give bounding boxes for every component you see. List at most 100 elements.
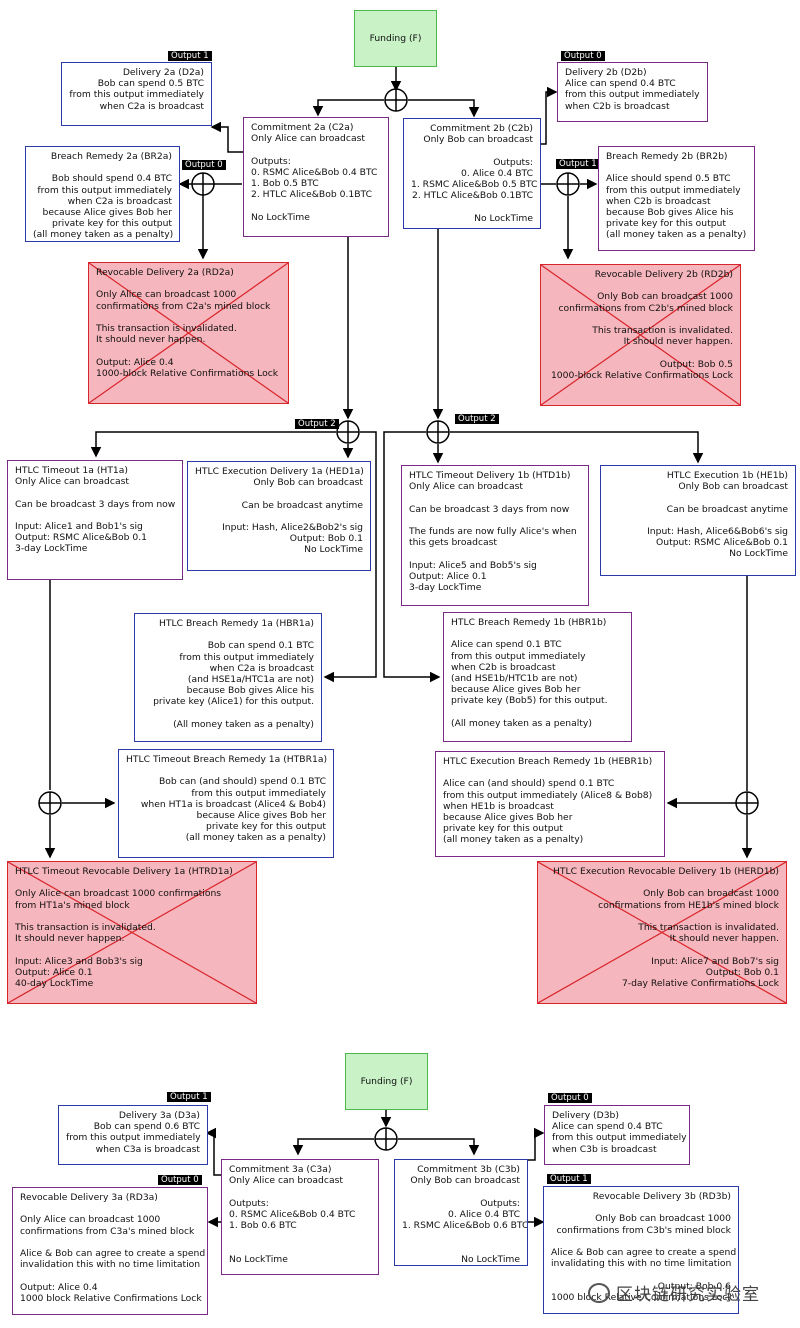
box-line: Alice can (and should) spend 0.1 BTC — [443, 778, 615, 790]
invalidated-cross-icon — [541, 265, 740, 405]
box-line: 40-day LockTime — [15, 978, 94, 990]
box-line — [195, 511, 363, 522]
box-line: Only Bob can broadcast 1000 — [643, 888, 779, 900]
box-line — [545, 877, 779, 888]
box-line: Alice can spend 0.1 BTC — [451, 639, 562, 651]
box-line: This transaction is invalidated. — [15, 922, 156, 934]
box-line — [96, 312, 281, 323]
box-line: 1. RSMC Alice&Bob 0.5 BTC — [411, 179, 538, 191]
box-text: Commitment 3b (C3b)Only Bob can broadcas… — [402, 1164, 527, 1265]
box-line: HTLC Execution Delivery 1a (HED1a) — [195, 466, 364, 477]
box-text: Revocable Delivery 2b (RD2b) Only Bob ca… — [548, 269, 733, 381]
box-text: HTLC Breach Remedy 1b (HBR1b) Alice can … — [451, 617, 624, 729]
box-line: Funding (F) — [360, 1075, 413, 1087]
box-line: Commitment 3a (C3a) — [229, 1164, 332, 1175]
box-line: No LockTime — [304, 544, 363, 556]
box-line: private key (Bob5) for this output. — [451, 695, 608, 707]
box-line: (All money taken as a penalty) — [451, 717, 592, 729]
box-line: It should never happen. — [96, 334, 206, 346]
box-text: Funding (F) — [370, 33, 422, 44]
box-text: Breach Remedy 2b (BR2b) Alice should spe… — [606, 151, 747, 241]
box-line: 1000-block Relative Confirmations Lock — [96, 367, 279, 379]
box-line — [142, 629, 314, 640]
box-line: Breach Remedy 2a (BR2a) — [50, 151, 172, 162]
box-line: (all money taken as a penalty) — [33, 229, 174, 241]
box-line: 2. HTLC Alice&Bob 0.1BTC — [251, 189, 372, 201]
box-line: private key (Alice1) for this output. — [153, 696, 314, 708]
watermark: 区块链研究实验室 — [588, 1282, 788, 1308]
box-line — [15, 510, 175, 521]
box-line: from this output immediately — [606, 184, 741, 196]
box-line: Output: Alice 0.1 — [15, 966, 93, 978]
box-line: (all money taken as a penalty) — [606, 229, 747, 241]
box-line — [126, 765, 326, 776]
box-line — [409, 492, 581, 503]
box-line: 0. Alice 0.4 BTC — [460, 167, 533, 179]
box-line: Commitment 3b (C3b) — [417, 1164, 520, 1175]
box-line: Only Alice can broadcast 1000 — [20, 1214, 161, 1226]
box-line: 3-day LockTime — [409, 582, 482, 594]
box-line — [545, 944, 779, 955]
box-line: HTLC Execution Revocable Delivery 1b (HE… — [553, 866, 779, 877]
box-line: Input: Hash, Alice6&Bob6's sig — [647, 526, 788, 538]
box-line — [551, 1236, 731, 1247]
revocable-delivery-3a-box: Revocable Delivery 3a (RD3a) Only Alice … — [12, 1187, 208, 1315]
box-line — [411, 201, 533, 212]
htlc-execution-breach-remedy-1b-box: HTLC Execution Breach Remedy 1b (HEBR1b)… — [435, 751, 665, 857]
box-line: 0. Alice 0.4 BTC — [447, 1208, 520, 1220]
box-line: Can be broadcast 3 days from now — [15, 498, 176, 510]
box-line — [548, 314, 733, 325]
box-line: because Alice gives Bob her — [443, 812, 573, 824]
box-line: Commitment 2a (C2a) — [251, 122, 354, 133]
box-line: The funds are now fully Alice's when — [409, 526, 577, 538]
box-line: Outputs: — [251, 155, 291, 167]
box-line: when C2a is broadcast — [67, 195, 172, 207]
invalidated-cross-icon — [538, 862, 786, 1003]
box-line: confirmations from C3a's mined block — [20, 1225, 195, 1237]
box-line: Only Bob can broadcast — [253, 477, 363, 489]
box-line: Output: Bob 0.1 — [289, 533, 363, 545]
box-line: HTLC Timeout 1a (HT1a) — [15, 465, 128, 476]
box-text: HTLC Execution Delivery 1a (HED1a)Only B… — [195, 466, 364, 556]
box-text: HTLC Execution Breach Remedy 1b (HEBR1b)… — [443, 756, 657, 846]
box-line: (all money taken as a penalty) — [443, 834, 584, 846]
box-text: HTLC Timeout Revocable Delivery 1a (HTRD… — [15, 866, 249, 989]
box-line: Alice can spend 0.4 BTC — [565, 78, 676, 90]
box-line: Revocable Delivery 2a (RD2a) — [96, 267, 234, 278]
box-line — [443, 767, 657, 778]
box-line: Only Alice can broadcast 1000 confirmati… — [15, 888, 222, 900]
box-text: HTLC Timeout Breach Remedy 1a (HTBR1a) B… — [126, 754, 327, 844]
box-line: Only Bob can broadcast — [423, 134, 533, 146]
box-line: private key for this output — [443, 823, 563, 835]
box-line — [551, 1202, 731, 1213]
box-line: (and HSE1a/HTC1a are not) — [187, 674, 314, 686]
box-line: Can be broadcast anytime — [241, 499, 363, 511]
box-line: Funding (F) — [369, 32, 422, 44]
box-line: when C3b is broadcast — [552, 1143, 657, 1155]
htlc-timeout-1a-box: HTLC Timeout 1a (HT1a)Only Alice can bro… — [7, 460, 183, 580]
revocable-delivery-2a-box: Revocable Delivery 2a (RD2a) Only Alice … — [88, 262, 289, 404]
box-line: Alice & Bob can agree to create a spend — [20, 1248, 206, 1260]
box-line: when C2a is broadcast — [209, 662, 314, 674]
box-line: Delivery 2a (D2a) — [122, 67, 204, 78]
box-text: Commitment 3a (C3a)Only Alice can broadc… — [229, 1164, 371, 1265]
box-line: Outputs: — [493, 156, 533, 168]
box-line — [20, 1237, 200, 1248]
commitment-3a-box: Commitment 3a (C3a)Only Alice can broadc… — [221, 1159, 379, 1275]
htlc-execution-delivery-1a-box: HTLC Execution Delivery 1a (HED1a)Only B… — [187, 461, 371, 571]
box-line: Output: Bob 0.6 — [657, 1280, 731, 1292]
box-line: No LockTime — [251, 211, 310, 223]
box-line: HTLC Execution Breach Remedy 1b (HEBR1b) — [443, 756, 653, 767]
box-text: HTLC Breach Remedy 1a (HBR1a) Bob can sp… — [142, 618, 314, 730]
funding-box: Funding (F) — [354, 10, 437, 67]
box-text: Revocable Delivery 2a (RD2a) Only Alice … — [96, 267, 281, 379]
box-line: (all money taken as a penalty) — [185, 832, 326, 844]
box-line: Output: RSMC Alice&Bob 0.1 — [656, 537, 788, 549]
breach-remedy-2a-box: Breach Remedy 2a (BR2a) Bob should spend… — [25, 146, 180, 242]
box-line — [606, 162, 747, 173]
output-tag: Output 0 — [158, 1175, 202, 1185]
box-line: It should never happen. — [15, 933, 125, 945]
